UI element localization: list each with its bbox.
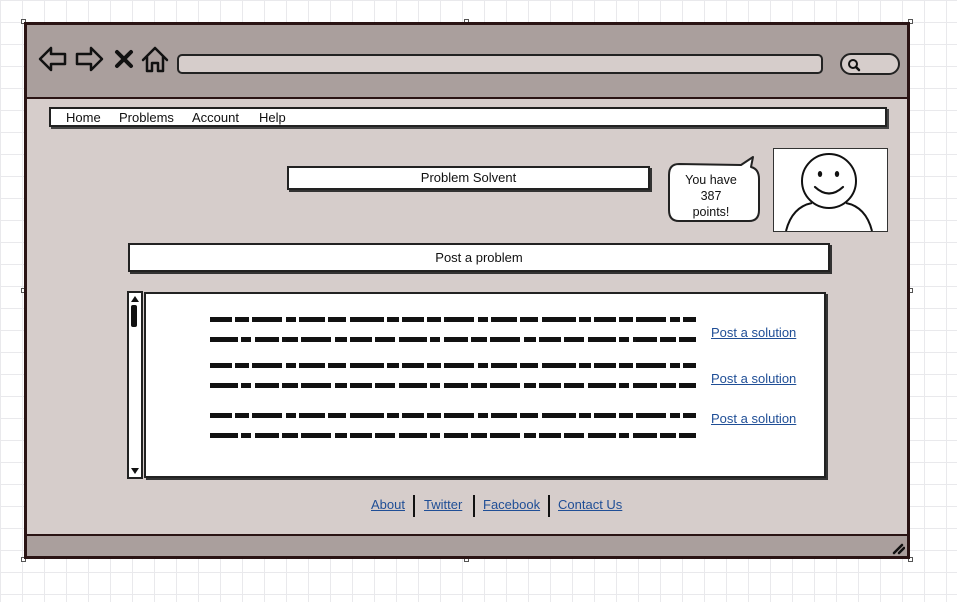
points-count: 387	[700, 189, 722, 203]
points-message: You have 387 points!	[675, 172, 747, 220]
selection-handle	[908, 19, 913, 24]
scribble-line	[210, 413, 696, 418]
problem-text-placeholder	[210, 412, 696, 452]
resize-grip-icon[interactable]	[891, 541, 905, 555]
search-field[interactable]	[840, 53, 900, 75]
menu-item-problems[interactable]: Problems	[119, 110, 174, 125]
speech-bubble	[668, 156, 760, 222]
scribble-line	[210, 337, 696, 342]
scroll-thumb[interactable]	[131, 305, 137, 327]
scribble-line	[210, 433, 696, 438]
points-line-1: You have	[685, 173, 737, 187]
stop-button[interactable]	[111, 43, 137, 75]
browser-toolbar	[27, 25, 907, 99]
menu-bar: Home Problems Account Help	[49, 107, 887, 127]
scroll-up-arrow-icon[interactable]	[130, 294, 140, 304]
footer-link-facebook[interactable]: Facebook	[483, 497, 541, 512]
points-line-3: points!	[692, 205, 730, 219]
close-x-icon	[115, 50, 133, 68]
forward-button[interactable]	[73, 43, 105, 75]
post-solution-link[interactable]: Post a solution	[711, 411, 797, 426]
home-icon	[141, 46, 169, 73]
problem-text-placeholder	[210, 362, 696, 402]
footer-link-contact-us[interactable]: Contact Us	[558, 497, 623, 512]
menu-item-account[interactable]: Account	[192, 110, 239, 125]
status-bar	[27, 534, 907, 556]
footer-link-twitter[interactable]: Twitter	[424, 497, 463, 512]
url-field[interactable]	[177, 54, 823, 74]
post-problem-button[interactable]: Post a problem	[128, 243, 830, 272]
menu-item-home[interactable]: Home	[66, 110, 101, 125]
post-solution-link[interactable]: Post a solution	[711, 325, 797, 340]
footer-separator	[473, 495, 475, 517]
scribble-line	[210, 317, 696, 322]
home-button[interactable]	[139, 43, 171, 75]
forward-arrow-icon	[75, 46, 104, 72]
footer-links: About Twitter Facebook Contact Us	[347, 495, 647, 517]
back-button[interactable]	[37, 43, 69, 75]
footer-link-about[interactable]: About	[371, 497, 405, 512]
menu-item-help[interactable]: Help	[259, 110, 286, 125]
page-title: Problem Solvent	[287, 166, 650, 190]
smiley-face-icon	[785, 153, 873, 232]
footer-separator	[413, 495, 415, 517]
scribble-line	[210, 363, 696, 368]
scroll-down-arrow-icon[interactable]	[130, 466, 140, 476]
problem-text-placeholder	[210, 316, 696, 356]
selection-handle	[21, 19, 26, 24]
search-icon	[848, 59, 861, 72]
list-scrollbar[interactable]	[127, 291, 143, 479]
avatar[interactable]	[773, 148, 888, 232]
selection-handle	[908, 557, 913, 562]
browser-window: Home Problems Account Help Problem Solve…	[24, 22, 910, 559]
selection-handle	[21, 557, 26, 562]
post-solution-link[interactable]: Post a solution	[711, 371, 797, 386]
footer-separator	[548, 495, 550, 517]
back-arrow-icon	[38, 46, 67, 72]
scribble-line	[210, 383, 696, 388]
